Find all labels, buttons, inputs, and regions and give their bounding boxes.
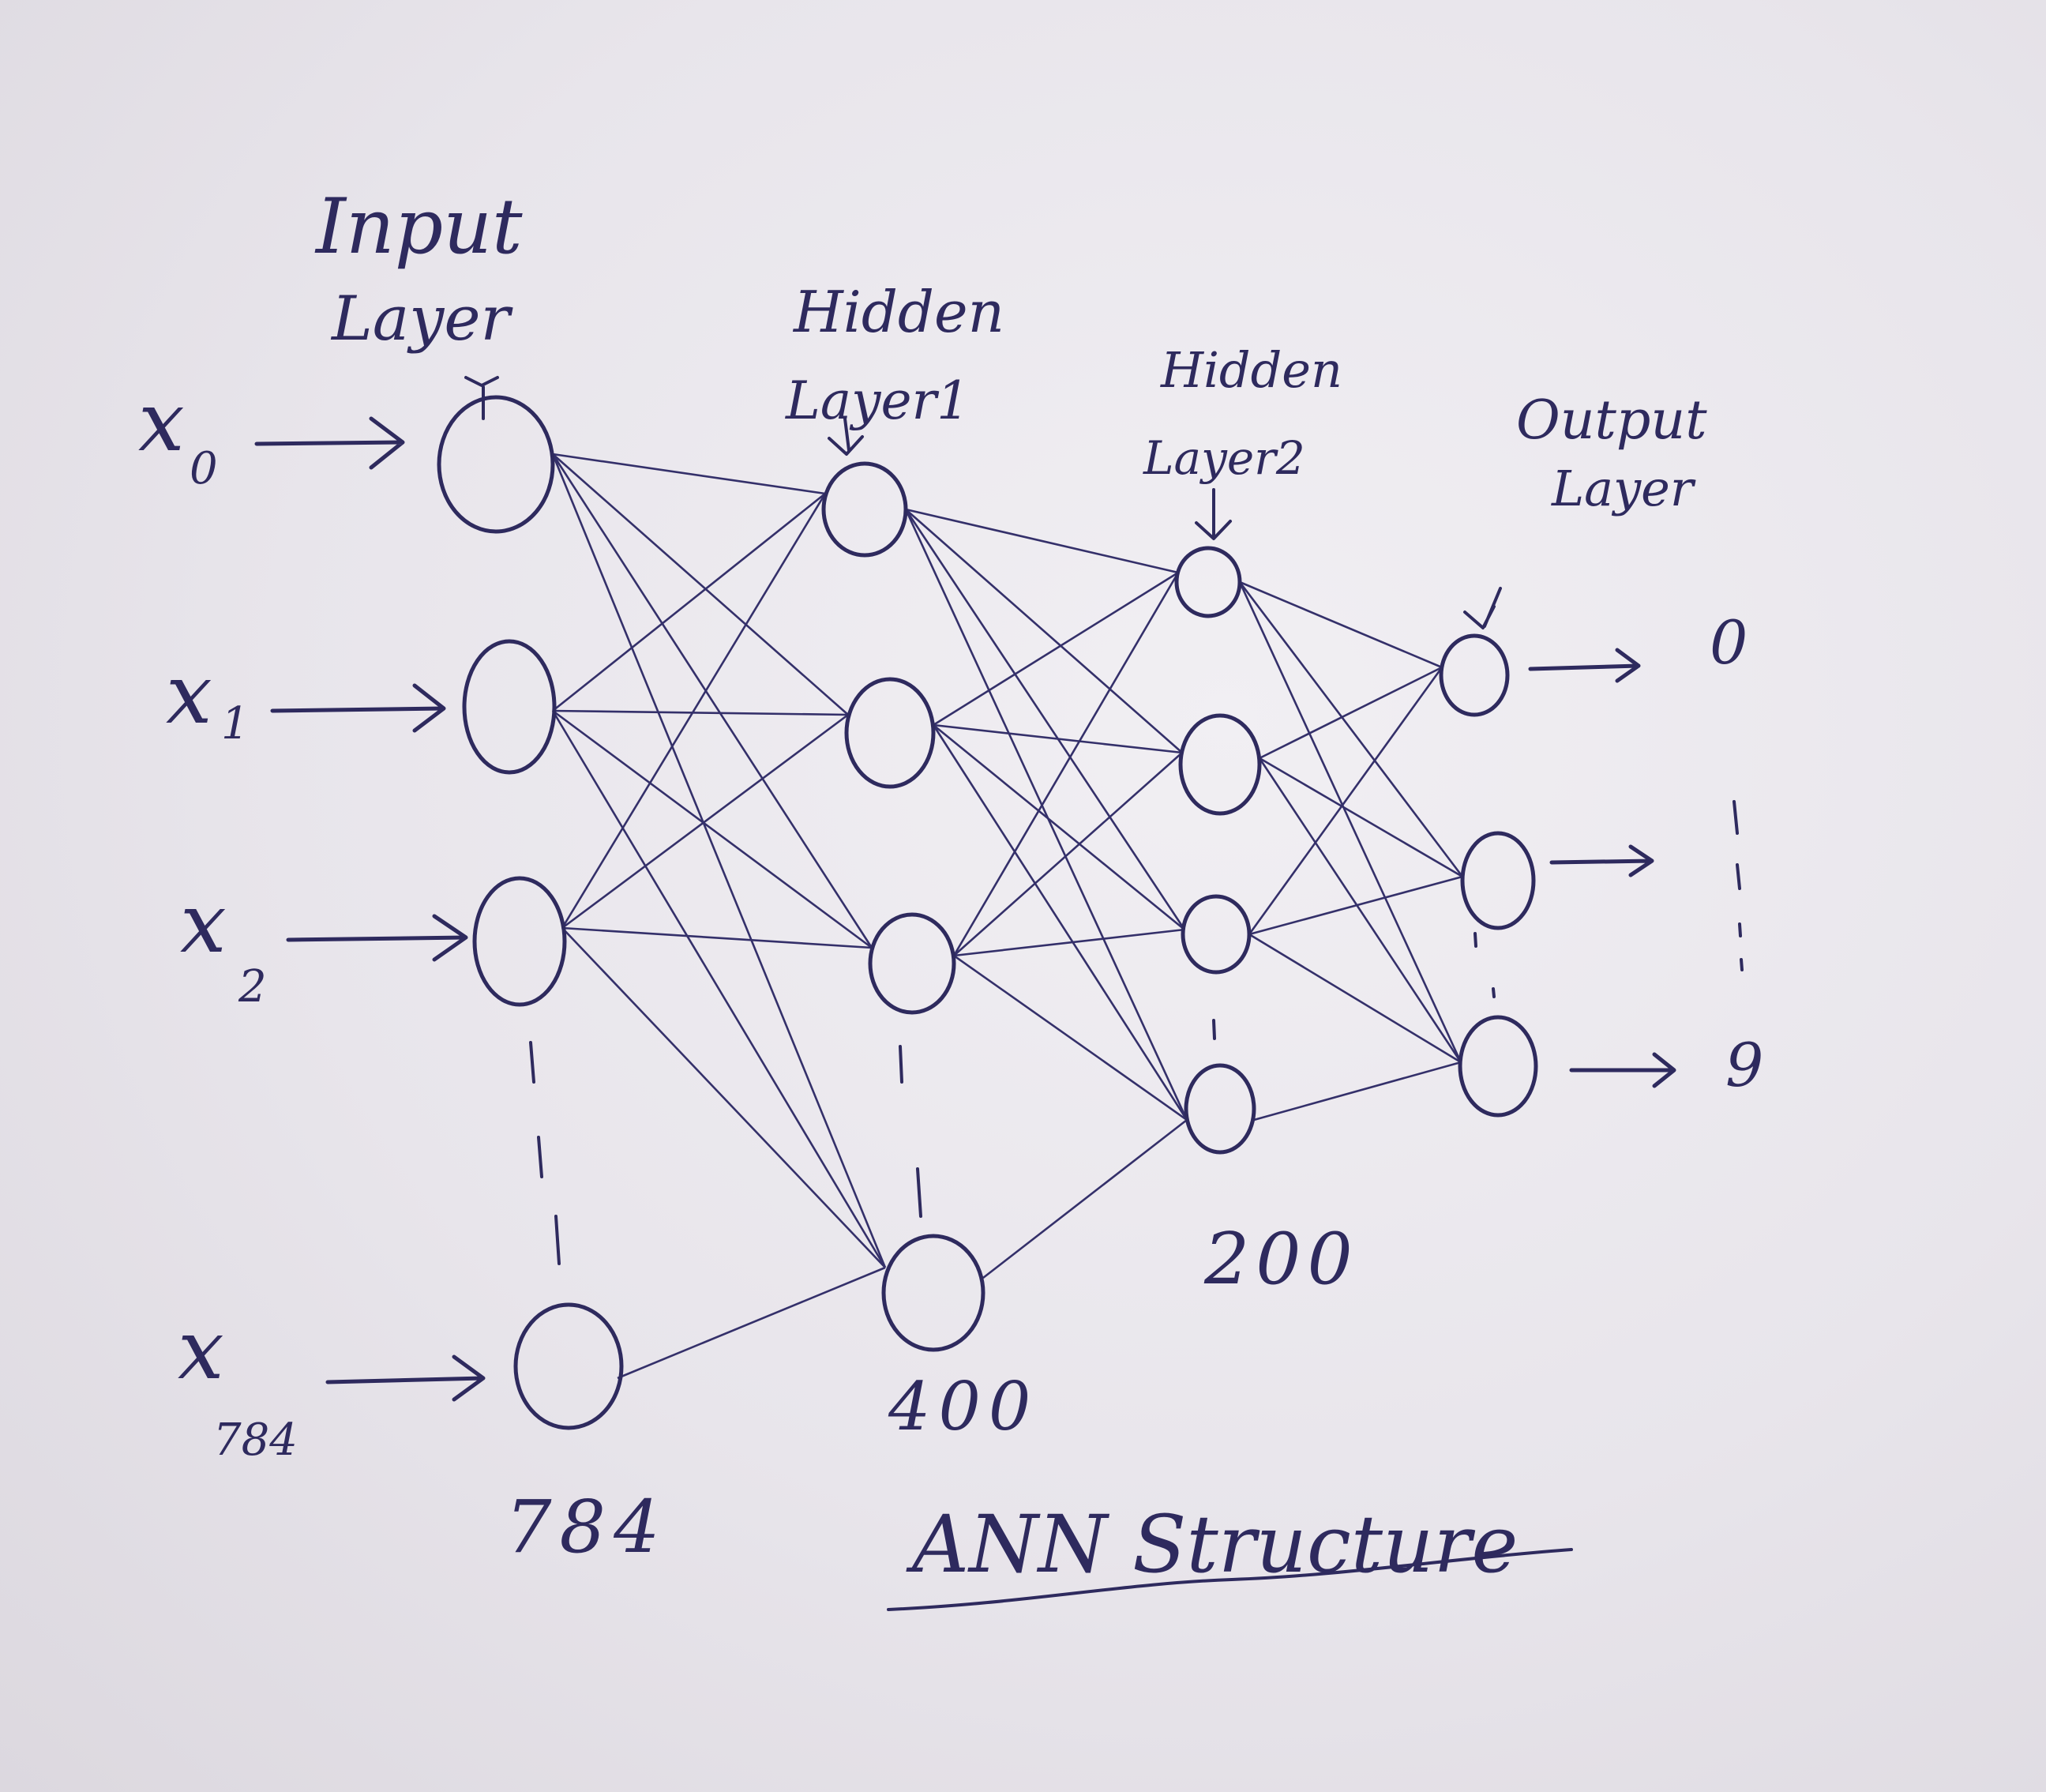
edge-hidden1-2-hidden2-1 [953,752,1183,956]
hidden2-layer-subtitle: Layer2 [1143,431,1305,485]
input-x784-label: x 784 [178,1302,298,1466]
hidden2-layer-title: Hidden [1160,341,1342,399]
connection-lines [551,453,1464,1380]
layer-pointer-arrows [464,376,1502,629]
input-node-1 [462,639,557,775]
title-underline [887,1548,1573,1611]
output-layer-title: Output [1516,389,1707,452]
hidden2-layer-size: 200 [1203,1218,1359,1301]
input-node-0 [437,395,555,534]
edge-input-1-hidden1-0 [552,492,826,712]
input-node-2 [472,876,567,1007]
input-x1-symbol: x [166,646,212,742]
input-x0-symbol: x [138,374,185,470]
edge-input-2-hidden1-1 [561,713,849,930]
input-x2-label: x 2 [180,875,267,1012]
edge-input-0-hidden1-2 [551,453,873,949]
hidden1-node-0 [821,461,908,558]
hidden2-node-0 [1174,546,1242,618]
output-layer-nodes [1439,633,1538,1118]
edge-hidden1-2-hidden2-0 [952,572,1180,956]
edge-hidden1-1-hidden2-3 [932,724,1188,1121]
edge-hidden2-1-output-1 [1259,757,1463,878]
edge-input-2-hidden1-2 [561,926,873,949]
edge-hidden2-3-output-2 [1253,1061,1462,1121]
input-x0-label: x 0 [138,374,218,494]
edge-hidden1-3-hidden2-3 [982,1118,1188,1279]
input-x784-symbol: x [178,1302,224,1398]
hidden1-node-400 [881,1234,985,1352]
hidden1-layer-size: 400 [888,1368,1038,1445]
edge-input-2-hidden1-0 [561,493,827,929]
input-layer-nodes [437,395,624,1430]
input-x0-subscript: 0 [190,443,218,494]
edge-input-3-hidden1-3 [617,1266,886,1380]
edge-hidden2-0-output-1 [1238,581,1464,877]
hidden1-layer-subtitle: Layer1 [785,370,970,431]
input-x1-label: x 1 [166,646,250,749]
input-arrows [254,416,486,1402]
input-layer-size: 784 [505,1485,668,1569]
input-x784-subscript: 784 [213,1414,298,1466]
edge-input-1-hidden1-3 [551,710,887,1268]
edge-hidden1-0-hidden2-2 [904,509,1186,930]
edge-hidden2-0-output-0 [1239,580,1443,669]
edge-hidden2-2-output-0 [1248,667,1443,935]
edge-input-1-hidden1-2 [552,709,873,949]
hidden1-layer-title: Hidden [792,279,1004,345]
output-value-0: 0 [1710,607,1748,678]
edge-hidden1-0-hidden2-3 [904,509,1188,1121]
hidden-layer-2-nodes [1174,546,1262,1155]
hidden1-node-2 [868,912,956,1015]
output-node-9 [1458,1015,1538,1118]
edge-hidden1-1-hidden2-2 [933,723,1185,931]
input-x2-subscript: 2 [238,961,267,1012]
edge-hidden2-0-output-2 [1238,581,1462,1063]
input-layer-title: Input [314,182,523,271]
edge-hidden1-0-hidden2-1 [905,509,1183,753]
edge-hidden1-2-hidden2-3 [953,954,1188,1121]
edge-input-2-hidden1-3 [561,927,886,1268]
output-node-1 [1460,831,1536,930]
output-value-9: 9 [1725,1030,1763,1100]
input-x2-symbol: x [180,875,227,971]
edge-input-0-hidden1-1 [552,453,849,716]
edge-input-1-hidden1-1 [552,709,849,716]
edge-hidden2-1-output-0 [1259,666,1443,760]
output-ellipsis [1733,800,1744,971]
input-layer-subtitle: Layer [330,284,514,355]
input-x1-subscript: 1 [221,698,250,749]
hidden2-node-2 [1181,894,1252,975]
edge-hidden1-0-hidden2-0 [905,508,1179,574]
edge-hidden1-1-hidden2-0 [933,571,1179,727]
edge-hidden1-1-hidden2-1 [933,723,1183,754]
edge-input-0-hidden1-0 [552,453,826,495]
edge-input-0-hidden1-3 [551,453,887,1268]
edge-hidden2-2-output-2 [1248,933,1462,1064]
input-node-784 [513,1302,624,1430]
edge-hidden2-2-output-1 [1248,875,1463,936]
output-arrows [1528,648,1676,1088]
diagram-title: ANN Structure [906,1498,1518,1591]
hidden2-node-1 [1178,713,1262,816]
hidden2-node-200 [1184,1063,1256,1155]
output-layer-subtitle: Layer [1551,460,1696,517]
hidden1-node-1 [844,677,936,789]
output-node-0 [1439,633,1510,717]
edge-hidden2-1-output-2 [1258,757,1462,1063]
hidden-layer-1-nodes [821,461,985,1352]
edge-hidden1-2-hidden2-2 [953,928,1185,957]
node-ellipsis-marks [529,932,1496,1265]
